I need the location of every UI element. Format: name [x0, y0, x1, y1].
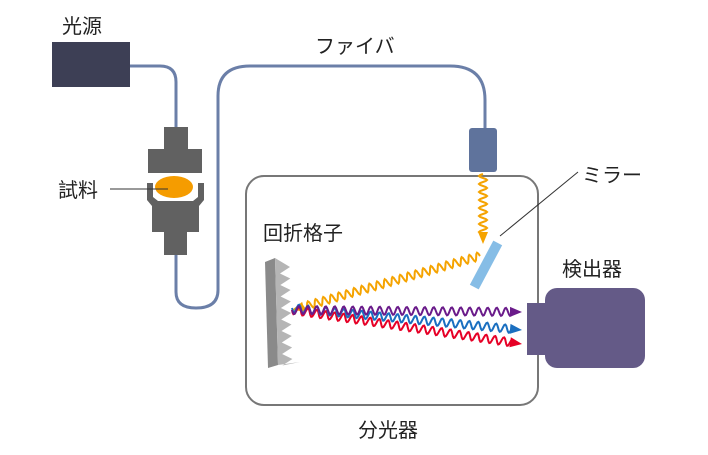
label-mirror: ミラー [582, 163, 642, 187]
light-wave-mirror-to-grating [300, 251, 481, 312]
light-wave-red [291, 305, 513, 347]
label-light-source: 光源 [62, 14, 102, 38]
light-source-box [52, 42, 130, 87]
sample [155, 176, 193, 198]
light-wave-fiber-to-mirror [477, 173, 489, 235]
mirror [469, 240, 503, 290]
label-spectrometer: 分光器 [358, 418, 418, 442]
label-sample: 試料 [58, 178, 98, 202]
light-wave-red-arrowhead [509, 337, 522, 348]
light-wave-purple [291, 304, 513, 318]
light-wave-blue-arrowhead [509, 323, 522, 334]
detector [527, 288, 645, 368]
light-wave-purple-arrowhead [509, 306, 522, 317]
diffraction-grating [265, 258, 300, 368]
fiber-connector [469, 128, 497, 172]
label-detector: 検出器 [562, 257, 622, 281]
fiber-source-to-sample [130, 64, 178, 130]
light-wave-fiber-to-mirror-arrowhead [478, 232, 488, 244]
label-grating: 回折格子 [263, 221, 343, 245]
mirror-leader-line [499, 171, 579, 237]
sample-holder [147, 127, 204, 255]
label-fiber: ファイバ [315, 34, 395, 58]
fiber-sample-to-spectrometer [174, 64, 487, 310]
spectrometer-box [245, 175, 539, 406]
